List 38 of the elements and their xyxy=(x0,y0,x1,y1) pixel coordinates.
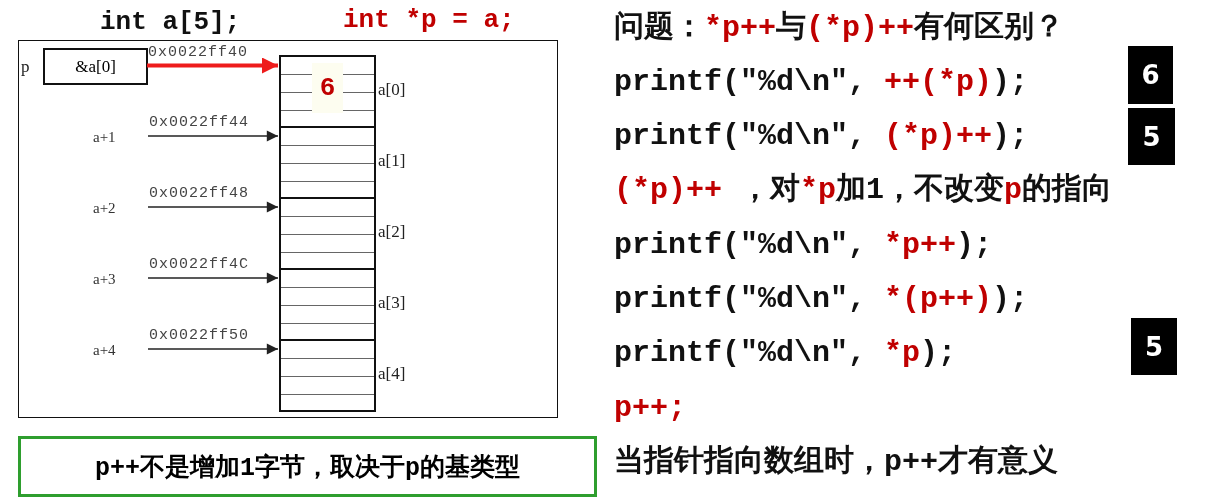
pointer-expression: a+2 xyxy=(89,198,149,218)
pointer-expression: a+4 xyxy=(89,340,149,360)
array-cell xyxy=(279,197,376,270)
result-box: 5 xyxy=(1128,108,1175,165)
pointer-expression: a+1 xyxy=(89,127,149,147)
arrow xyxy=(147,130,279,142)
diagram-frame xyxy=(18,40,558,418)
code-line: printf("%d\n", *p++); xyxy=(614,227,993,263)
array-cell xyxy=(279,339,376,412)
code-line: printf("%d\n", ++(*p)); xyxy=(614,64,1029,100)
array-cell xyxy=(279,126,376,199)
element-label: a[4] xyxy=(378,364,406,384)
array-cell xyxy=(279,268,376,341)
variable-name: p xyxy=(21,57,30,77)
cell-value: 6 xyxy=(311,63,344,113)
code-line: printf("%d\n", *p); xyxy=(614,335,957,371)
code-heading: int *p = a; xyxy=(343,4,515,37)
code-line: (*p)++ ，对*p加1，不改变p的指向 xyxy=(614,172,1113,208)
code-line: printf("%d\n", *(p++)); xyxy=(614,281,1029,317)
note-box: p++不是增加1字节，取决于p的基类型 xyxy=(18,436,597,497)
code-line: printf("%d\n", (*p)++); xyxy=(614,118,1029,154)
code-line: p++; xyxy=(614,390,686,426)
code-line: 当指针指向数组时，p++才有意义 xyxy=(614,444,1058,480)
arrow xyxy=(147,343,279,355)
arrow xyxy=(147,201,279,213)
code-line: 问题：*p++与(*p)++有何区别？ xyxy=(614,10,1065,46)
element-label: a[1] xyxy=(378,151,406,171)
arrow xyxy=(147,272,279,284)
result-box: 6 xyxy=(1128,46,1173,104)
code-heading: int a[5]; xyxy=(100,6,241,39)
arrow xyxy=(147,57,278,74)
element-label: a[3] xyxy=(378,293,406,313)
array-cell xyxy=(279,55,376,128)
element-label: a[0] xyxy=(378,80,406,100)
pointer-expression: a+3 xyxy=(89,269,149,289)
pointer-box: &a[0] xyxy=(43,48,148,85)
result-box: 5 xyxy=(1131,318,1177,375)
element-label: a[2] xyxy=(378,222,406,242)
